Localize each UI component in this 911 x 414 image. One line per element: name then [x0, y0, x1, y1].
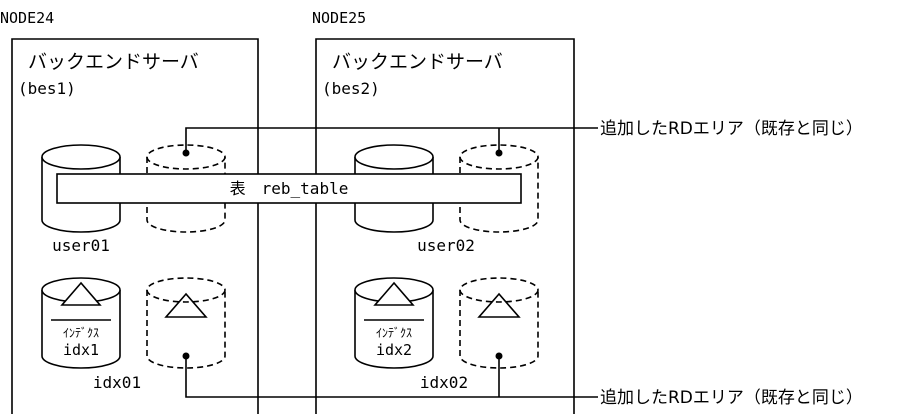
- index-label-2: ｲﾝﾃﾞｸｽ: [376, 326, 412, 340]
- rd-area-cylinder-node24-added: [146, 144, 226, 233]
- index-label-1: ｲﾝﾃﾞｸｽ: [63, 326, 99, 340]
- server-id-bes1: (bes1): [18, 79, 76, 98]
- annotation-added-rd-area-top: 追加したRDエリア（既存と同じ）: [600, 119, 863, 139]
- index-triangle-icon-added-2: [477, 292, 521, 318]
- connector-dot: [182, 352, 190, 360]
- server-label-bes1: バックエンドサーバ: [28, 51, 199, 73]
- node24-label: NODE24: [0, 9, 54, 27]
- index-area-cylinder-node24-added: [146, 277, 226, 369]
- server-label-bes2: バックエンドサーバ: [332, 51, 503, 73]
- table-bar: [56, 173, 522, 204]
- annotation-added-rd-area-bottom: 追加したRDエリア（既存と同じ）: [600, 388, 863, 408]
- rd-area-label-user02: user02: [417, 236, 475, 255]
- index-area-cylinder-idx01-existing: [41, 277, 121, 369]
- connector-line-top: [185, 127, 598, 153]
- connector-line-bottom: [185, 356, 598, 398]
- server-id-bes2: (bes2): [322, 79, 380, 98]
- node25-label: NODE25: [312, 9, 366, 27]
- node25-box: [315, 38, 575, 414]
- node24-box: [11, 38, 259, 414]
- index-name-1: idx1: [63, 341, 99, 359]
- connector-dot: [495, 352, 503, 360]
- index-area-cylinder-node25-added: [459, 277, 539, 369]
- connector-dot: [495, 149, 503, 157]
- index-area-label-idx01: idx01: [93, 373, 141, 392]
- index-area-label-idx02: idx02: [420, 373, 468, 392]
- index-triangle-icon: [60, 281, 102, 306]
- rd-area-cylinder-node25-added: [459, 144, 539, 233]
- index-triangle-icon-2: [373, 281, 415, 306]
- rd-area-label-user01: user01: [52, 236, 110, 255]
- connector-dot: [182, 149, 190, 157]
- table-label: 表 reb_table: [230, 179, 349, 198]
- index-name-2: idx2: [376, 341, 412, 359]
- index-triangle-icon-added: [164, 292, 208, 318]
